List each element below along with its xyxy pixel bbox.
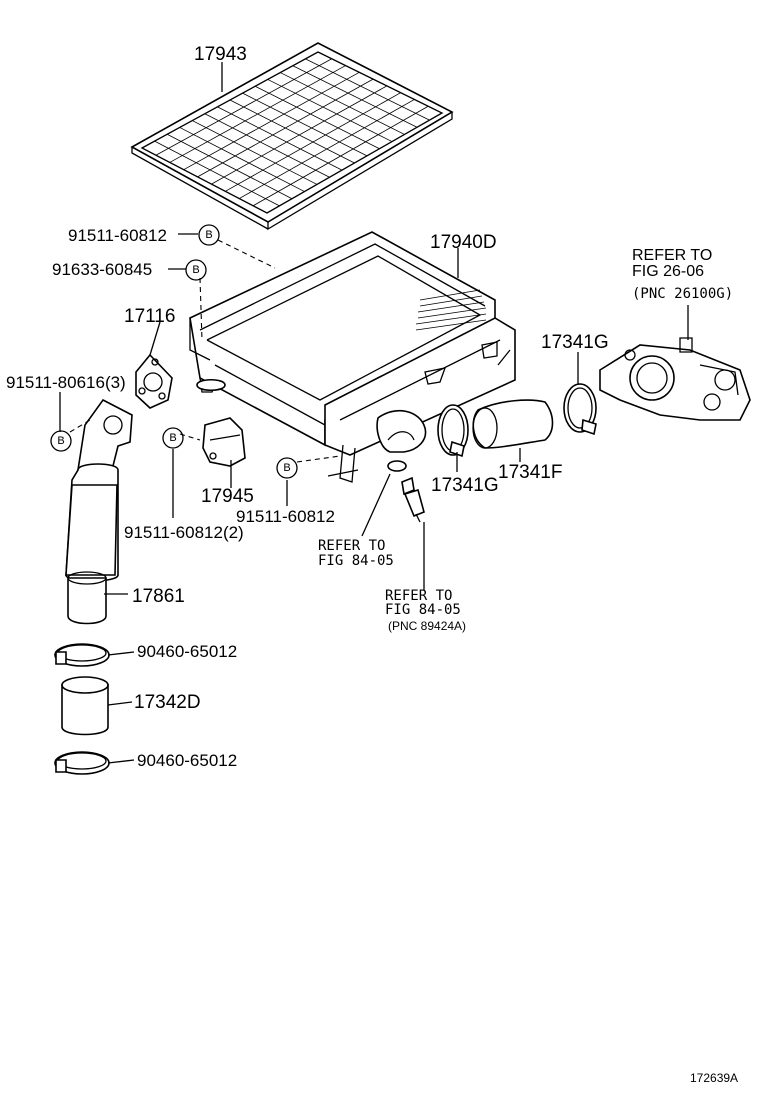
grille-mesh-line [225, 92, 401, 192]
label-91633-60845: 91633-60845 [52, 260, 152, 279]
label-17861: 17861 [132, 586, 185, 607]
label-17341g-top: 17341G [541, 332, 609, 353]
grille-mesh-line [179, 127, 305, 192]
ref-fig84a-line2: FIG 84-05 [318, 553, 394, 569]
grille-mesh-line [267, 79, 393, 142]
grille-mesh-line [204, 113, 330, 178]
grille-mesh-line [229, 99, 355, 164]
grille-mesh-line [211, 85, 388, 185]
clamp-right-part [563, 383, 597, 436]
bolt-marker-mid: B [276, 457, 298, 479]
bolt-marker-second: B [185, 259, 207, 281]
ref-fig26-line2: FIG 26-06 [632, 263, 704, 280]
intercooler-part [189, 231, 516, 483]
label-17943: 17943 [194, 44, 247, 65]
label-91511-80616: 91511-80616(3) [6, 373, 126, 392]
grille-mesh-line [155, 58, 332, 156]
ref-fig84b-line2: FIG 84-05 [385, 602, 461, 618]
label-17945: 17945 [201, 486, 254, 507]
label-17341f: 17341F [498, 462, 562, 483]
svg-text:B: B [57, 435, 64, 447]
gasket-part [135, 353, 173, 409]
grille-mesh-line [252, 105, 429, 207]
ref-fig84b-line3: (PNC 89424A) [388, 619, 466, 633]
bolt-marker-left: B [50, 430, 72, 452]
bolt-marker-bracket: B [162, 427, 184, 449]
seal-part [387, 460, 407, 472]
clamp-left-part [437, 404, 469, 458]
label-91511-60812-top: 91511-60812 [68, 226, 167, 245]
ref-fig84b-line1: REFER TO [385, 588, 452, 604]
hose-part [61, 676, 109, 736]
label-90460-65012-top: 90460-65012 [137, 642, 237, 661]
grille-part [130, 42, 454, 231]
grille-mesh-line [254, 85, 380, 150]
svg-text:B: B [283, 462, 290, 474]
label-17341g-mid: 17341G [431, 475, 499, 496]
grille-mesh-line [192, 120, 318, 185]
label-90460-65012-bottom: 90460-65012 [137, 751, 237, 770]
hose-f-part [472, 399, 554, 449]
drawing-code: 172639A [690, 1071, 738, 1085]
grille-mesh-line [154, 140, 280, 207]
grille-mesh-line [280, 72, 405, 135]
label-91511-60812-mid: 91511-60812 [236, 507, 335, 526]
grille-mesh-line [239, 99, 415, 199]
grille-mesh-line [197, 78, 374, 178]
label-91511-60812-2: 91511-60812(2) [124, 523, 244, 542]
grille-mesh-line [217, 106, 343, 171]
leader-lines [59, 62, 689, 764]
svg-text:B: B [192, 264, 199, 276]
clamp-top-part [54, 643, 110, 667]
label-17342d: 17342D [134, 692, 201, 713]
bracket-part [202, 417, 246, 467]
grille-mesh-line [166, 133, 293, 200]
pipe-part [65, 398, 133, 625]
bolt-marker-top: B [198, 224, 220, 246]
grille-mesh-line [169, 65, 346, 163]
ref-fig84a-line1: REFER TO [318, 538, 385, 554]
label-17116: 17116 [124, 306, 175, 327]
grille-mesh-line [305, 58, 430, 121]
ref-fig26-line3: (PNC 26100G) [632, 286, 733, 302]
grille-mesh-line [183, 71, 360, 171]
grille-mesh-line [292, 65, 418, 128]
svg-text:B: B [169, 432, 176, 444]
ref-fig26-line1: REFER TO [632, 247, 712, 264]
svg-text:B: B [205, 229, 212, 241]
grille-mesh-line [242, 92, 368, 157]
label-17940d: 17940D [430, 232, 497, 253]
clamp-bottom-part [54, 751, 110, 775]
sensor-part [401, 476, 425, 523]
throttle-body-part [599, 337, 751, 421]
